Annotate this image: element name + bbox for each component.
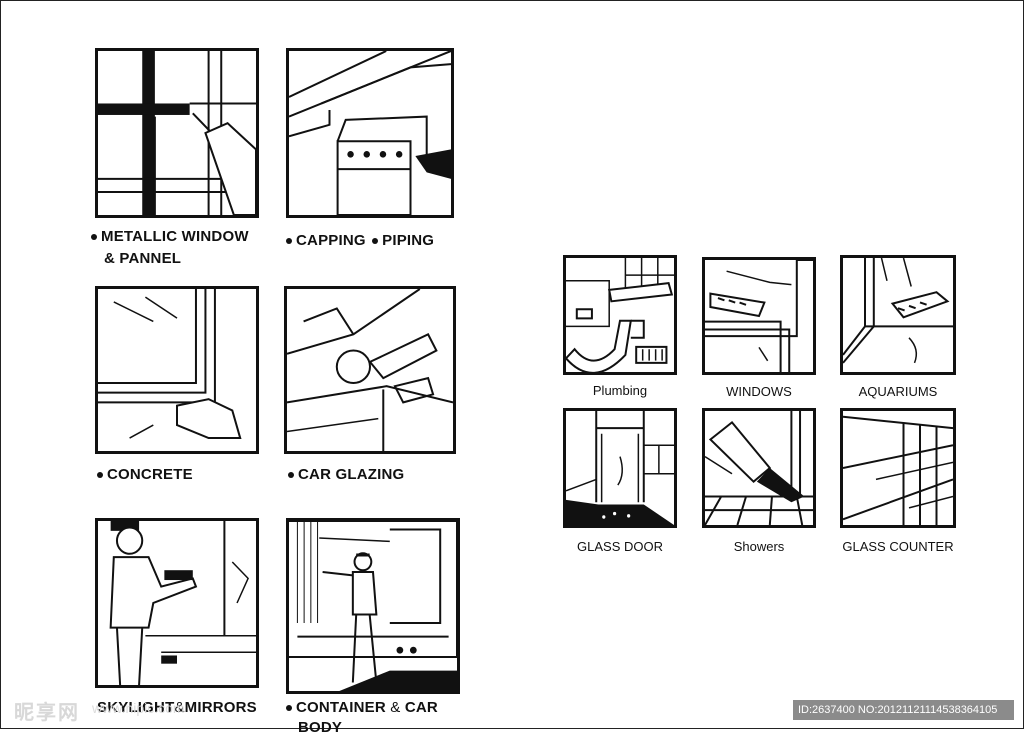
car-glazing-illustration [287, 289, 453, 451]
glass-counter-illustration [843, 411, 953, 525]
tile-skylight-mirrors [95, 518, 259, 688]
metallic-window-illustration [98, 51, 256, 215]
tile-concrete [95, 286, 259, 454]
tile-windows [702, 257, 816, 375]
tile-showers [702, 408, 816, 528]
caption-skylight: SKYLIGHT [97, 699, 175, 716]
tile-car-glazing [284, 286, 456, 454]
caption-mirrors: MIRRORS [184, 699, 257, 716]
caption-container-amp: & [390, 699, 401, 716]
caption-metallic-window-2: & PANNEL [104, 250, 181, 267]
tile-glass-door [563, 408, 677, 528]
container-illustration [289, 521, 457, 691]
caption-piping: PIPING [382, 232, 435, 249]
skylight-mirrors-illustration [98, 521, 256, 685]
label-glass-counter: GLASS COUNTER [842, 539, 954, 554]
caption-capping-piping: CAPPING PIPING [286, 232, 434, 249]
caption-metallic-window: METALLIC WINDOW [91, 228, 249, 245]
caption-metallic-window-line1: METALLIC WINDOW [101, 228, 249, 245]
watermark-url: www.nipic.com [92, 700, 185, 716]
caption-container-2: BODY [298, 719, 342, 736]
caption-concrete: CONCRETE [97, 466, 193, 483]
label-plumbing: Plumbing [592, 383, 648, 398]
caption-container-text: CONTAINER [296, 699, 386, 716]
label-showers: Showers [733, 539, 785, 554]
tile-glass-counter [840, 408, 956, 528]
bullet-icon [97, 472, 103, 479]
caption-container: CONTAINER & CAR [286, 699, 438, 716]
caption-concrete-text: CONCRETE [107, 466, 193, 483]
tile-aquariums [840, 255, 956, 375]
caption-skylight-amp: & [174, 699, 185, 716]
showers-illustration [705, 411, 813, 525]
windows-illustration [705, 260, 813, 372]
label-glass-door: GLASS DOOR [577, 539, 663, 554]
label-windows: WINDOWS [726, 384, 792, 399]
tile-container-car-body [286, 518, 460, 694]
caption-body: BODY [298, 719, 343, 736]
caption-car-glazing: CAR GLAZING [288, 466, 404, 483]
tile-plumbing [563, 255, 677, 375]
tile-capping-piping [286, 48, 454, 218]
caption-capping: CAPPING [296, 232, 366, 249]
watermark-logo: 昵享网 [14, 702, 80, 724]
caption-skylight-mirrors: SKYLIGHT&MIRRORS [97, 699, 257, 716]
tile-metallic-window [95, 48, 259, 218]
bullet-icon [372, 238, 379, 245]
image-id-bar: ID:2637400 NO:20121121114538364105 [793, 700, 1014, 720]
bullet-icon [286, 238, 292, 245]
caption-metallic-window-line2: & PANNEL [104, 250, 182, 267]
label-aquariums: AQUARIUMS [858, 384, 938, 399]
glass-door-illustration [566, 411, 674, 525]
plumbing-illustration [566, 258, 674, 372]
aquariums-illustration [843, 258, 953, 372]
concrete-illustration [98, 289, 256, 451]
caption-car-glazing-text: CAR GLAZING [298, 466, 405, 483]
bullet-icon [91, 234, 97, 241]
bullet-icon [286, 705, 292, 712]
bullet-icon [288, 472, 294, 479]
capping-piping-illustration [289, 51, 451, 215]
caption-car: CAR [404, 699, 438, 716]
